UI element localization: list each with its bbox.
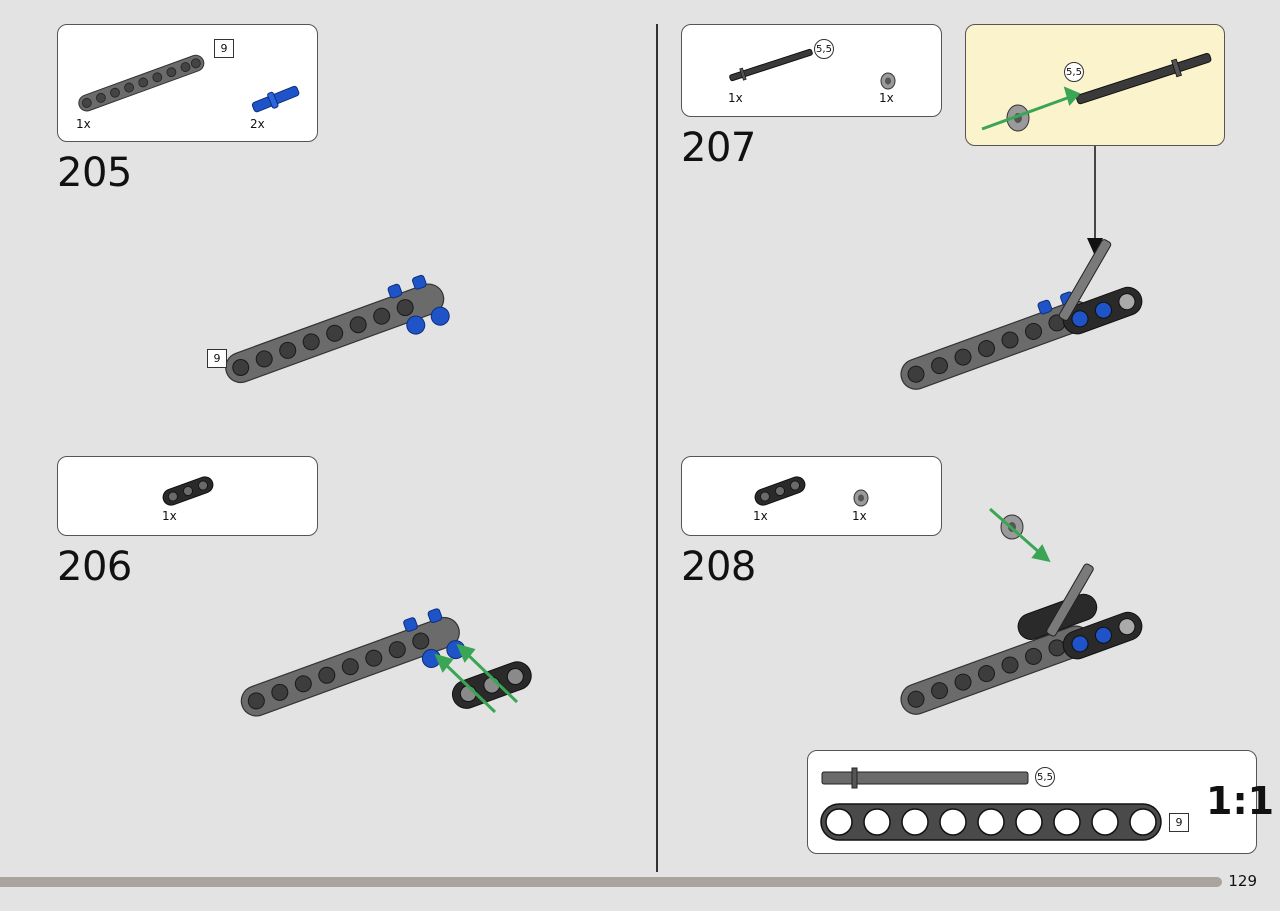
part-qty: 1x (162, 509, 177, 523)
blue-pin-icon (251, 85, 300, 113)
step-number: 207 (681, 125, 756, 171)
scale-reference-box: 5,5 9 1:1 (807, 750, 1274, 854)
bush-icon (880, 72, 896, 90)
footer-bar (0, 877, 1222, 887)
page-divider (656, 24, 658, 872)
callout-axle-length-label: 5,5 (1064, 62, 1084, 82)
axle-scale-icon (821, 767, 1029, 789)
part-qty: 1x (879, 91, 894, 105)
page-number: 129 (1228, 872, 1257, 890)
step-207-parts-box: 5,5 1x 1x (681, 24, 942, 117)
step-number: 206 (57, 544, 132, 590)
step-206-model (240, 608, 532, 717)
step-207-model (900, 239, 1143, 390)
bush-icon (853, 489, 869, 507)
step-205-parts-box: 9 1x 2x (57, 24, 318, 142)
beam-scale-icon (820, 803, 1162, 841)
step-208-model (900, 507, 1143, 715)
model-length-label: 9 (207, 349, 227, 368)
step-206-parts-box: 1x (57, 456, 318, 536)
black-beam-3-icon (162, 476, 214, 506)
part-qty: 1x (728, 91, 743, 105)
callout-connector-arrow (1087, 146, 1103, 256)
scale-label: 1:1 (1206, 779, 1275, 823)
part-qty: 1x (852, 509, 867, 523)
axle-length-label: 5,5 (814, 39, 834, 59)
axle-icon (729, 48, 813, 82)
step-207-callout: 5,5 (965, 24, 1225, 146)
scale-axle-length-label: 5,5 (1035, 767, 1055, 787)
gray-beam-9-icon (78, 54, 205, 112)
step-208-parts-box: 1x 1x (681, 456, 942, 536)
black-beam-3-icon (754, 476, 806, 506)
part-qty: 2x (250, 117, 265, 131)
scale-beam-length-label: 9 (1169, 813, 1189, 832)
step-number: 208 (681, 544, 756, 590)
part-qty: 1x (76, 117, 91, 131)
callout-subassembly (981, 52, 1212, 132)
beam-length-label: 9 (214, 39, 234, 58)
step-number: 205 (57, 150, 132, 196)
step-205-model (225, 274, 450, 384)
part-qty: 1x (753, 509, 768, 523)
